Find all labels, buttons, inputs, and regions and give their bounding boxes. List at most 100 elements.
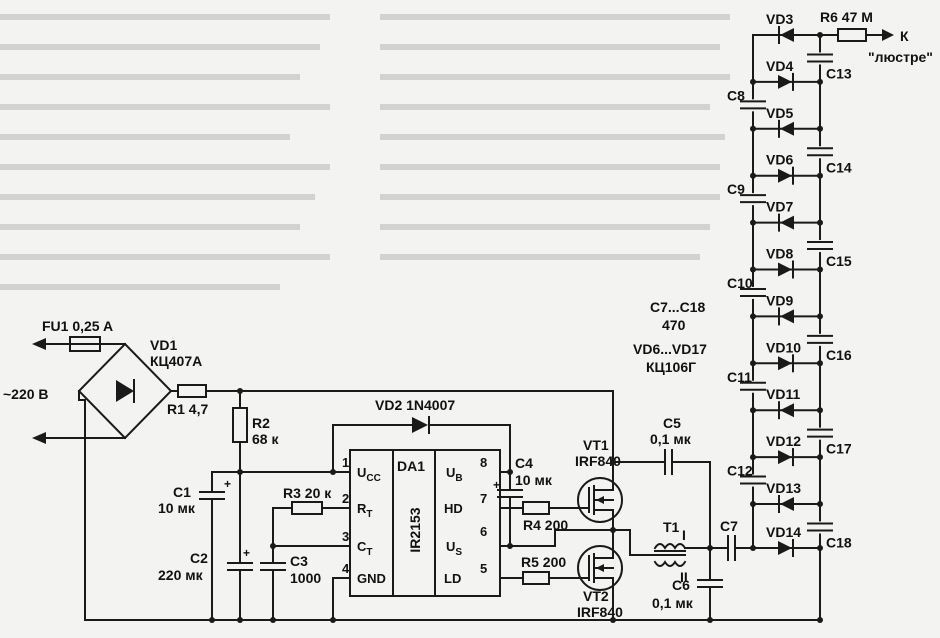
c1-val: 10 мк [158,500,196,516]
capacitor-c3: C3 1000 [260,553,321,621]
r1-label: R1 4,7 [167,401,208,417]
diode-vd3: VD3 [752,11,821,44]
capacitor-c9: C9 [727,181,766,206]
r3-label: R3 20 к [283,485,332,501]
output-k-label: К [900,28,909,44]
r6-label: R6 47 М [820,9,873,25]
pin-3-sub: T [366,547,372,558]
capacitor-c1: + C1 10 мк [158,471,231,621]
capacitor-c11: C11 [727,369,766,393]
pin-8-name: U [446,465,455,480]
pin-7-name: HD [444,501,463,516]
cap-label: C14 [826,159,852,175]
cap-label: C13 [826,65,852,81]
capacitor-c14: C14 [807,146,852,175]
chip-ref: DA1 [397,458,425,474]
t1-winding-1: I [682,527,686,543]
capacitor-c4: + C4 10 мк [493,455,553,498]
capacitor-c6: C6 0,1 мк [652,577,723,611]
c1-ref: C1 [173,484,191,500]
diode-label: VD8 [766,246,793,262]
diode-label: VD12 [766,433,801,449]
r4-label: R4 200 [523,517,568,533]
bridge-type: КЦ407А [150,353,202,369]
c3-ref: C3 [290,553,308,569]
resistor-r5: R5 200 [521,554,566,585]
diode-vd8: VD8 [752,246,821,279]
mains-input: ~220 В [3,338,126,444]
capacitor-c12: C12 [727,463,766,487]
diode-label: VD11 [766,386,800,402]
resistor-r6: R6 47 М [819,9,894,42]
mosfet-vt1: VT1 IRF840 [575,437,623,523]
diode-label: VD3 [766,11,793,27]
pin-3-number: 3 [342,529,349,544]
pin-1-sub: CC [366,473,380,484]
diode-label: VD13 [766,480,801,496]
capacitor-c7: C7 [720,518,738,561]
background-text-texture [0,14,730,290]
resistor-r3: R3 20 к [272,485,351,515]
svg-text:CT: CT [357,539,373,558]
chip-type: IR2153 [407,507,423,552]
pin-2-name: R [357,501,367,516]
pin-8-sub: B [455,473,462,484]
pin-7-number: 7 [480,491,487,506]
svg-text:UCC: UCC [357,465,381,484]
bridge-ref: VD1 [150,337,177,353]
resistor-r1: R1 4,7 [167,384,614,417]
diode-vd7: VD7 [752,199,821,232]
diode-label: VD4 [766,58,793,74]
vt2-ref: VT2 [583,588,609,604]
capacitor-c8: C8 [727,87,766,112]
c2-ref: C2 [190,550,208,566]
resistor-r2: R2 68 к [232,407,279,447]
note-caps-value: 470 [662,317,686,333]
vt1-ref: VT1 [583,437,609,453]
pin-4-name: GND [357,571,386,586]
pin-2-sub: T [366,509,372,520]
diode-vd4: VD4 [752,58,821,91]
mosfet-vt2: VT2 IRF840 [577,545,623,620]
vd2-label: VD2 1N4007 [375,397,455,413]
diode-label: VD10 [766,339,801,355]
fuse-fu1: FU1 0,25 A [42,318,126,352]
diode-vd11: VD11 [752,386,821,420]
cap-label: C12 [727,463,753,479]
diode-bridge-vd1: VD1 КЦ407А [77,337,202,440]
t1-winding-2: II [680,569,688,585]
output-target-label: "люстре" [868,49,933,65]
c2-val: 220 мк [158,567,204,583]
c7-ref: C7 [720,518,738,534]
diode-label: VD6 [766,152,793,168]
diode-label: VD7 [766,199,793,215]
diode-vd9: VD9 [752,292,821,326]
diode-label: VD9 [766,292,793,308]
capacitor-c15: C15 [807,240,852,269]
diode-vd12: VD12 [752,433,821,467]
note-diodes-range: VD6...VD17 [633,341,707,357]
c6-ref: C6 [672,577,690,593]
mains-label: ~220 В [3,386,49,402]
cap-label: C17 [826,441,852,457]
vt1-type: IRF840 [575,453,621,469]
diode-vd10: VD10 [752,339,821,373]
note-diodes-type: КЦ106Г [646,359,696,375]
capacitor-c10: C10 [727,275,766,299]
pin-4-number: 4 [342,561,350,576]
diode-vd6: VD6 [752,152,821,185]
svg-text:US: US [446,539,462,558]
pin-5-name: LD [444,571,461,586]
pin-6-name: U [446,539,455,554]
r2-ref: R2 [252,415,270,431]
diode-vd5: VD5 [752,105,821,138]
capacitor-c16: C16 [807,333,852,363]
diode-label: VD14 [766,524,801,540]
transformer-t1: T1 I II [653,519,688,585]
svg-text:+: + [224,477,231,491]
pin-2-number: 2 [342,491,349,506]
cap-label: C9 [727,181,745,197]
pin-5-number: 5 [480,561,487,576]
